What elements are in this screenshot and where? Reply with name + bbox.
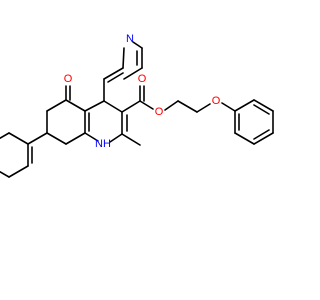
bond-ph1-x [8, 132, 29, 145]
bond-c8-c8a [65, 132, 86, 145]
bond-ch2b-o3 [196, 103, 211, 113]
pyridine-nitrogen-label: N [126, 33, 134, 45]
bond-ch2a-ch2b [177, 100, 198, 113]
bond-c4-c4a [84, 100, 105, 112]
bond-ph2-2 [253, 99, 274, 112]
bond-ph1-y [0, 132, 10, 140]
bond-c7-c8 [46, 132, 67, 145]
bond-py-2b [107, 72, 124, 83]
bond-py-2 [103, 67, 124, 80]
bond-ph2-4 [253, 132, 274, 145]
bond-py-4 [132, 41, 143, 49]
bond-ph1-2 [8, 165, 29, 178]
bond-n1-c2 [109, 133, 123, 143]
bond-c7-ph [27, 132, 48, 145]
bond-py-6 [123, 67, 143, 80]
ester-oxygen-label: O [155, 106, 164, 118]
bonds [0, 41, 274, 178]
chemical-structure-diagram: O N NH H O O O [0, 33, 274, 178]
bond-ph1-3 [0, 170, 10, 178]
bond-c5-c6 [46, 99, 67, 112]
bond-c3-c4 [103, 100, 123, 113]
bond-o3-ph [221, 102, 236, 112]
ketone-oxygen-label: O [64, 73, 73, 85]
bond-ph2-1 [234, 99, 255, 112]
bond-o2-ch2a [164, 100, 179, 111]
bond-ph2-2b [253, 104, 270, 115]
ester-carbonyl-oxygen-label: O [138, 73, 147, 85]
atom-labels: O N NH H O O O [64, 33, 221, 150]
bond-ph2-5 [234, 132, 255, 145]
bond-cester-o2 [139, 100, 154, 110]
bond-methyl [121, 133, 141, 146]
bond-ph2-4b [253, 129, 270, 140]
bond-py-3 [122, 47, 125, 69]
bond-c4a-c5 [65, 99, 86, 112]
ether-oxygen-label: O [212, 95, 221, 107]
bond-c8a-n1 [84, 132, 99, 142]
amine-label: NH [95, 138, 111, 150]
bond-c3-cester [121, 100, 141, 113]
